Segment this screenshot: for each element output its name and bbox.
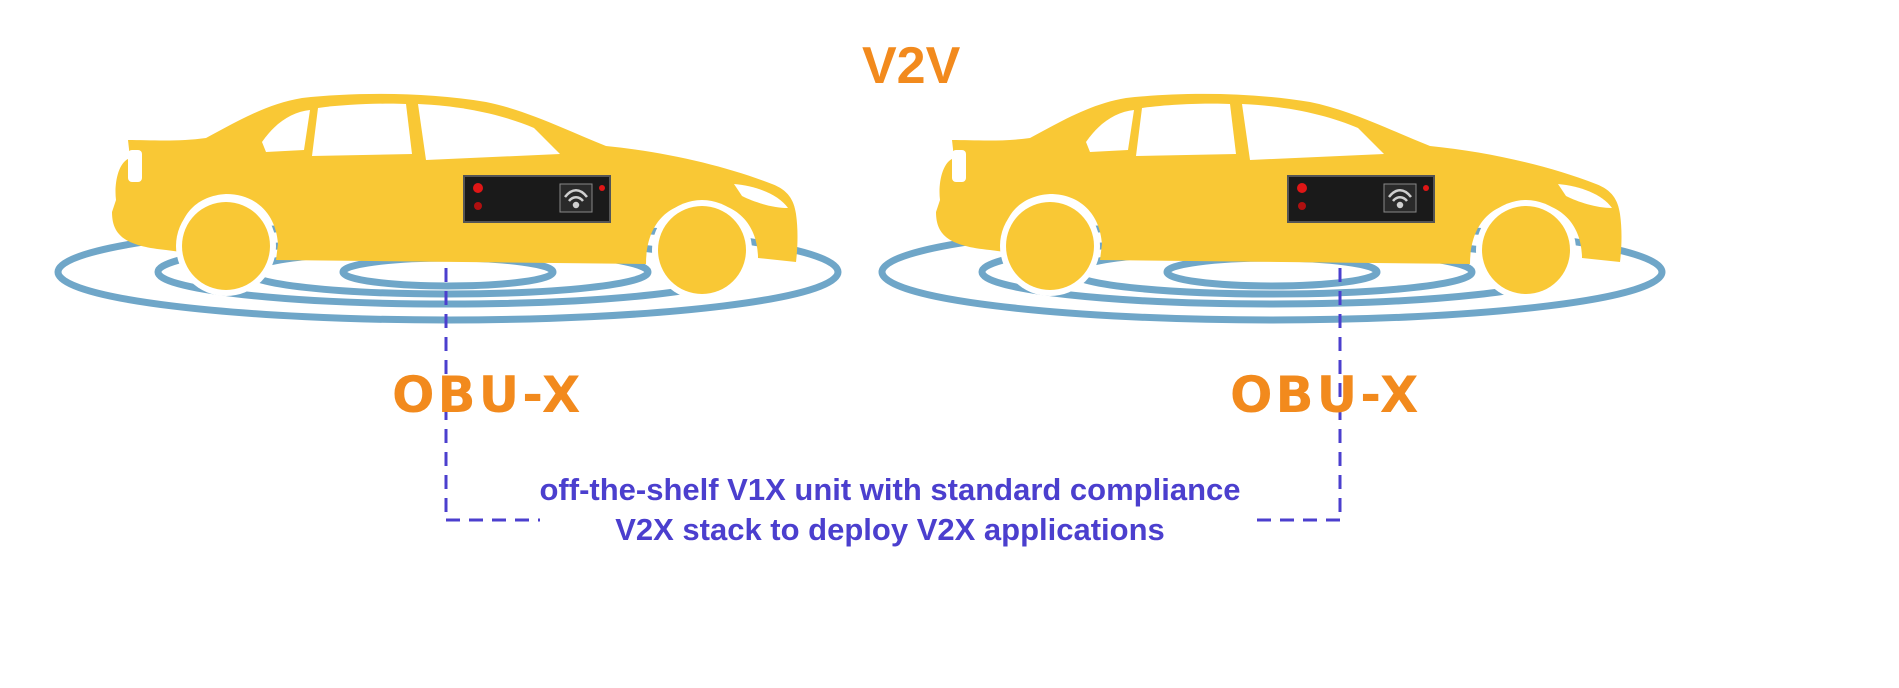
description-line-2: V2X stack to deploy V2X applications bbox=[615, 512, 1165, 547]
vehicle-left bbox=[58, 94, 838, 320]
vehicle-right bbox=[882, 94, 1662, 320]
description-text: off-the-shelf V1X unit with standard com… bbox=[480, 470, 1300, 550]
connector-lines bbox=[444, 268, 1342, 522]
obu-label-right: OBU-X bbox=[1230, 366, 1422, 424]
description-line-1: off-the-shelf V1X unit with standard com… bbox=[539, 472, 1241, 507]
diagram-title: V2V bbox=[862, 37, 961, 95]
obu-label-left: OBU-X bbox=[392, 366, 584, 424]
